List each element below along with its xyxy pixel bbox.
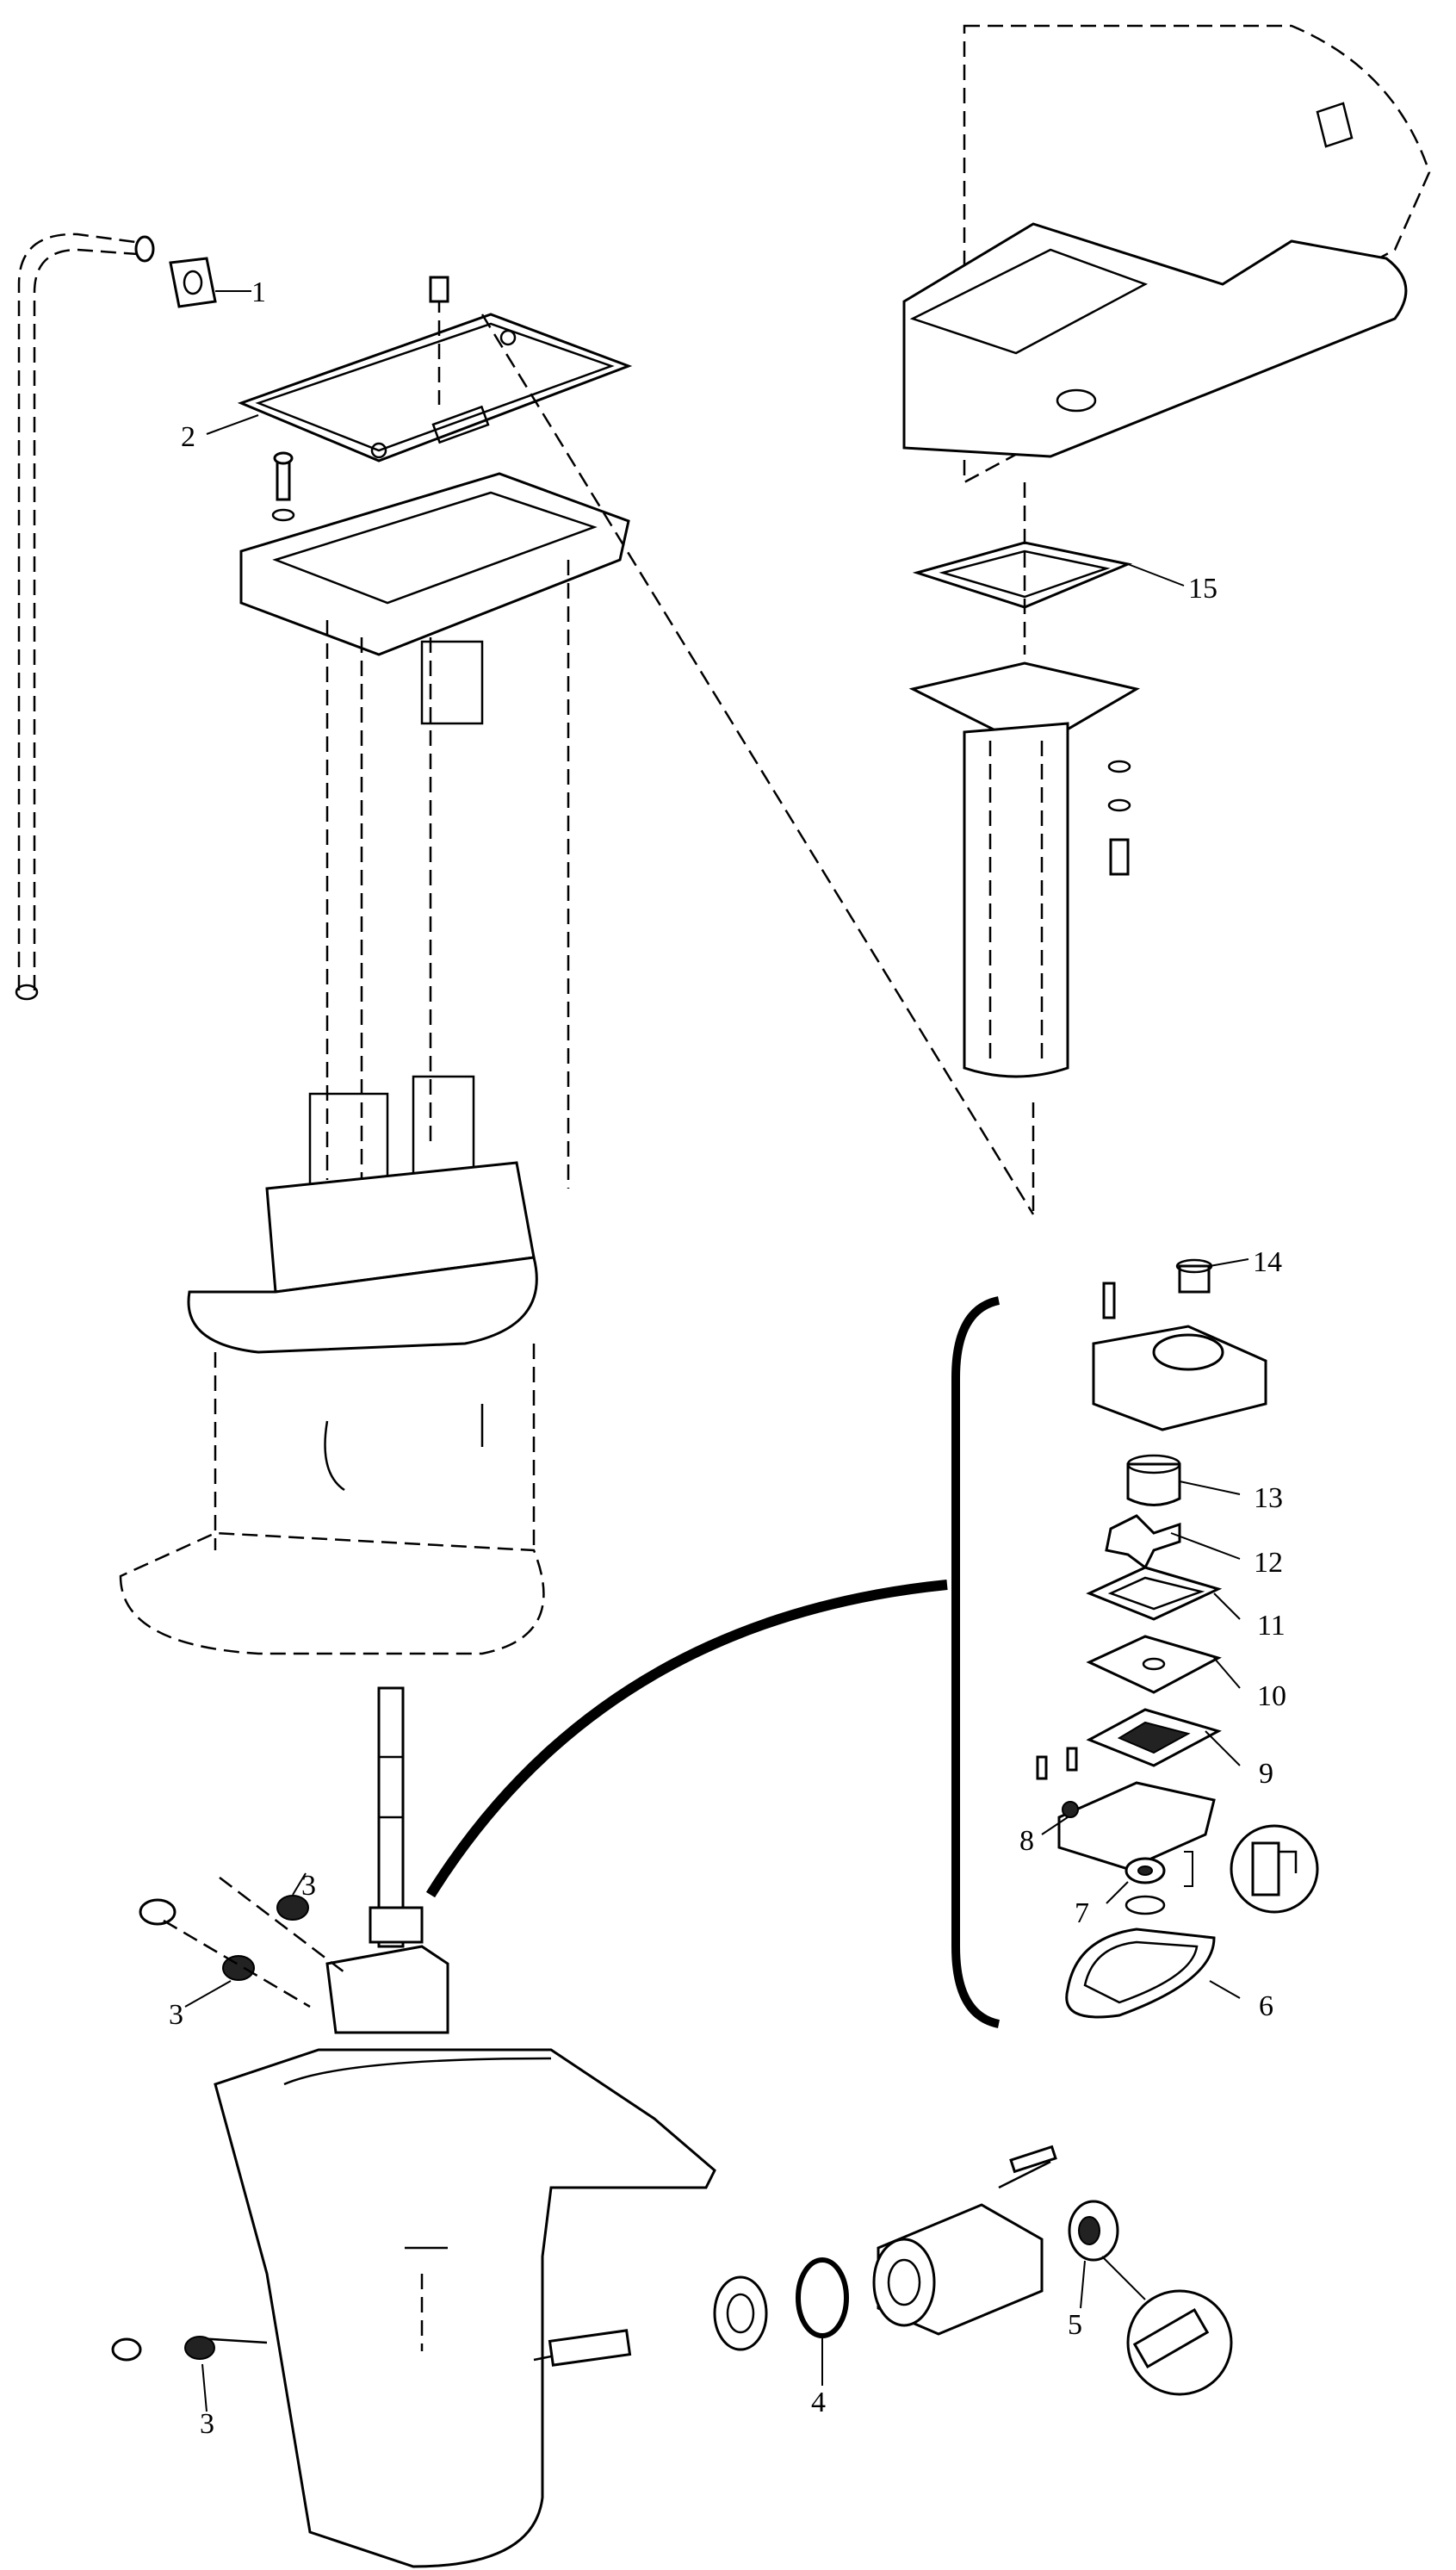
callout-11: 11 (1257, 1610, 1286, 1642)
bearing-carrier (872, 2145, 1057, 2336)
part-13-insert (1126, 1454, 1181, 1506)
part-5-seal (1068, 2200, 1119, 2262)
callout-10: 10 (1257, 1680, 1286, 1712)
drive-shaft-housing (119, 472, 630, 1655)
detail-circle-upper (1184, 1824, 1319, 1914)
leader-lines (184, 290, 1249, 2412)
callout-8: 8 (1019, 1825, 1034, 1857)
upper-bolt (271, 451, 295, 522)
drive-shaft (377, 1686, 405, 1948)
pump-housing (1092, 1282, 1267, 1431)
part-14-grommet (1175, 1258, 1213, 1294)
part-6-gasket (1065, 1928, 1216, 2019)
part-12-impeller (1105, 1514, 1181, 1570)
callout-4: 4 (811, 2387, 826, 2418)
callout-2: 2 (181, 421, 195, 453)
part-2-upper-gasket (237, 276, 633, 462)
callout-14: 14 (1253, 1246, 1282, 1278)
propeller-shaft (548, 2329, 632, 2367)
bearing (713, 2275, 768, 2351)
water-hose (15, 233, 155, 1001)
part-10-plate (1086, 1635, 1222, 1694)
part-9-gasket (1086, 1708, 1222, 1767)
engine-cowl (902, 24, 1431, 485)
callout-1: 1 (251, 276, 266, 308)
part-11-gasket (1086, 1566, 1223, 1621)
curved-leader (425, 1580, 948, 1898)
callout-5: 5 (1068, 2309, 1082, 2341)
callout-6: 6 (1259, 1990, 1273, 2022)
gearcase (197, 1906, 716, 2568)
callout-3-lower: 3 (200, 2408, 214, 2440)
detail-circle-lower (1101, 2256, 1233, 2396)
callout-labels: 1 2 3 3 3 4 5 6 7 8 9 10 11 12 13 14 15 (169, 276, 1286, 2440)
water-pump-bracket (951, 1296, 1001, 2028)
reference-lines (480, 313, 1035, 1215)
callout-9: 9 (1259, 1758, 1273, 1790)
callout-3-upper-right: 3 (301, 1870, 316, 1902)
callout-15: 15 (1188, 573, 1217, 605)
callout-3-upper-left: 3 (169, 1999, 183, 2031)
pump-base (1036, 1747, 1216, 1871)
part-15-exhaust-gasket (912, 482, 1133, 655)
part-1-grommet (169, 257, 217, 308)
callout-7: 7 (1075, 1897, 1089, 1929)
part-3-washers (111, 1877, 345, 2362)
callout-13: 13 (1254, 1482, 1283, 1514)
part-7-seal (1125, 1857, 1166, 1915)
callout-12: 12 (1254, 1547, 1283, 1579)
exhaust-plate (908, 661, 1141, 1078)
part-4-o-ring (796, 2257, 849, 2338)
